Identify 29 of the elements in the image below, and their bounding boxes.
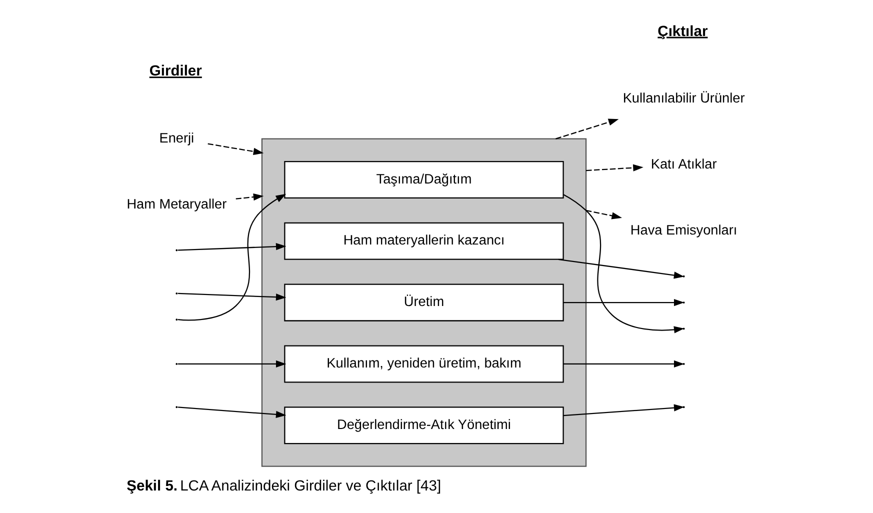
arrow [236, 193, 264, 201]
node-box: Değerlendirme-Atık Yönetimi [284, 406, 564, 444]
arrow [178, 360, 286, 368]
arrow [178, 194, 286, 321]
arrow [563, 404, 684, 416]
node-text: Kullanılabilir Ürünler [622, 90, 745, 106]
node-text: Enerji [159, 130, 194, 146]
arrow [563, 298, 684, 306]
arrow [178, 243, 286, 251]
arrow [563, 360, 684, 368]
arrow [178, 406, 286, 418]
arrow [586, 210, 622, 220]
label: Girdiler [149, 64, 202, 80]
cluster [261, 138, 587, 467]
node-box: Kullanım, yeniden üretim, bakım [284, 345, 564, 383]
node-text: Katı Atıklar [650, 156, 717, 172]
node-box: Üretim [284, 284, 564, 322]
node-text: Hava Emisyonları [630, 222, 738, 238]
caption: Şekil 5. LCA Analizindeki Girdiler ve Çıktılar [43] [126, 478, 442, 495]
node-box: Taşıma/Dağıtım [284, 160, 564, 198]
label: Çıktılar [658, 24, 708, 40]
node-box: Ham materyallerin kazancı [284, 222, 564, 260]
arrow [558, 258, 684, 279]
arrow [178, 292, 286, 301]
arrow [208, 143, 264, 155]
arrow [586, 164, 644, 172]
node-text: Ham Metaryaller [126, 196, 227, 212]
arrow [563, 194, 684, 334]
arrow [556, 118, 619, 140]
